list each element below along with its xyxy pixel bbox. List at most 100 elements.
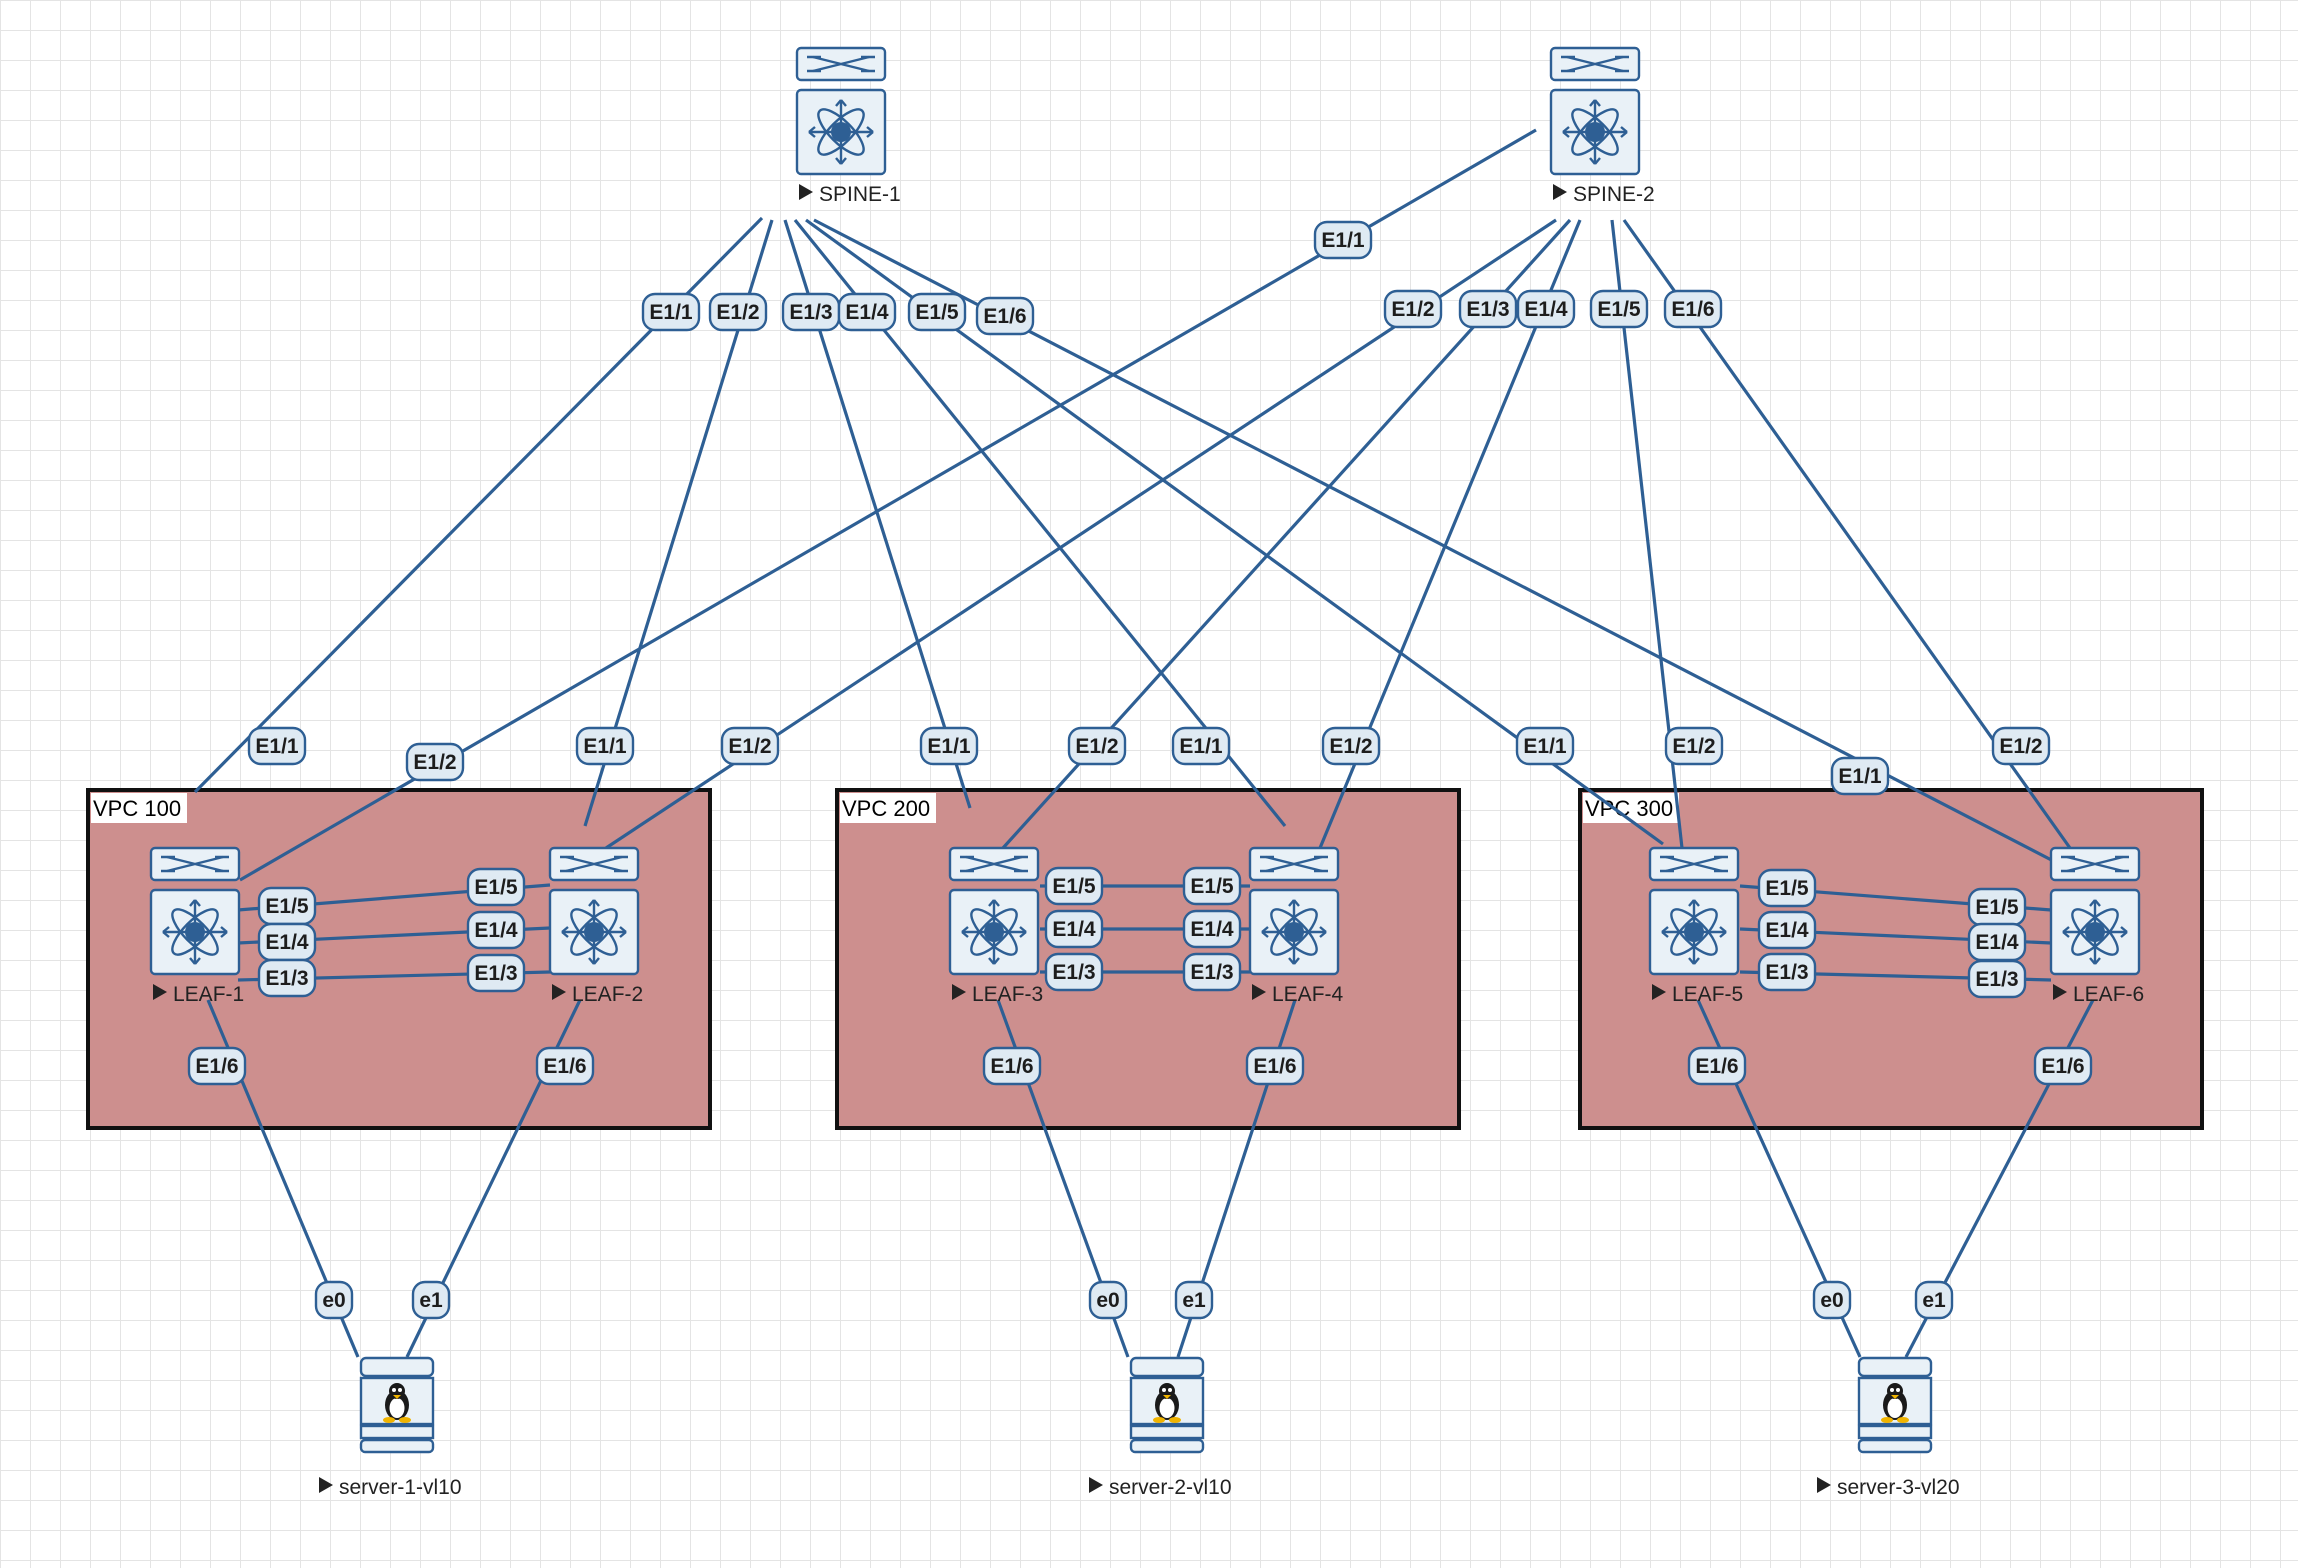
port-badge[interactable]: e1 — [1174, 1280, 1214, 1320]
port-badge[interactable]: E1/3 — [257, 958, 317, 998]
play-icon[interactable] — [1252, 984, 1266, 1000]
port-label: E1/3 — [1190, 961, 1233, 984]
port-badge[interactable]: E1/4 — [1967, 922, 2027, 962]
port-badge[interactable]: E1/1 — [641, 292, 701, 332]
node-leaf6[interactable]: LEAF-6 — [2049, 846, 2144, 1006]
node-label: SPINE-1 — [819, 183, 901, 206]
port-badge[interactable]: E1/2 — [1067, 726, 1127, 766]
node-leaf4[interactable]: LEAF-4 — [1248, 846, 1344, 1006]
port-badge[interactable]: E1/3 — [1757, 952, 1817, 992]
port-badge[interactable]: E1/5 — [1182, 866, 1242, 906]
port-label: E1/4 — [1765, 919, 1809, 942]
port-badge[interactable]: E1/4 — [1044, 909, 1104, 949]
port-badge[interactable]: E1/4 — [1182, 909, 1242, 949]
play-icon[interactable] — [153, 984, 167, 1000]
port-badge[interactable]: E1/6 — [1663, 289, 1723, 329]
port-label: E1/5 — [265, 895, 309, 918]
play-icon[interactable] — [1553, 184, 1567, 200]
port-label: E1/4 — [474, 919, 518, 942]
port-label: E1/2 — [1999, 735, 2042, 758]
port-badge[interactable]: e0 — [1812, 1280, 1852, 1320]
port-label: E1/6 — [1253, 1055, 1296, 1078]
port-badge[interactable]: e1 — [411, 1280, 451, 1320]
port-badge[interactable]: E1/1 — [1313, 220, 1373, 260]
node-srv3[interactable]: server-3-vl20 — [1817, 1356, 1960, 1499]
port-badge[interactable]: E1/1 — [919, 726, 979, 766]
port-badge[interactable]: E1/6 — [2033, 1046, 2093, 1086]
port-label: E1/1 — [255, 735, 299, 758]
port-badge[interactable]: E1/6 — [1245, 1046, 1305, 1086]
node-leaf1[interactable]: LEAF-1 — [149, 846, 244, 1006]
port-badge[interactable]: e1 — [1914, 1280, 1954, 1320]
port-badge[interactable]: E1/2 — [708, 292, 768, 332]
play-icon[interactable] — [552, 984, 566, 1000]
port-badge[interactable]: E1/2 — [1991, 726, 2051, 766]
port-badge[interactable]: E1/1 — [247, 726, 307, 766]
port-badge[interactable]: e0 — [314, 1280, 354, 1320]
play-icon[interactable] — [2053, 984, 2067, 1000]
port-badge[interactable]: E1/1 — [1515, 726, 1575, 766]
port-badge[interactable]: E1/4 — [1757, 910, 1817, 950]
port-badge[interactable]: E1/2 — [720, 726, 780, 766]
port-badge[interactable]: E1/3 — [466, 953, 526, 993]
port-badge[interactable]: E1/5 — [1589, 289, 1649, 329]
port-badge[interactable]: E1/5 — [1757, 868, 1817, 908]
node-leaf5[interactable]: LEAF-5 — [1648, 846, 1743, 1006]
node-label: LEAF-1 — [173, 983, 244, 1006]
port-badge[interactable]: E1/6 — [187, 1046, 247, 1086]
node-label: SPINE-2 — [1573, 183, 1655, 206]
port-label: E1/4 — [1052, 918, 1096, 941]
port-badge[interactable]: E1/3 — [1967, 959, 2027, 999]
play-icon[interactable] — [1089, 1477, 1103, 1493]
port-badge[interactable]: E1/6 — [982, 1046, 1042, 1086]
port-badge[interactable]: E1/5 — [466, 867, 526, 907]
node-leaf2[interactable]: LEAF-2 — [548, 846, 643, 1006]
port-badge[interactable]: E1/3 — [1182, 952, 1242, 992]
port-badge[interactable]: E1/3 — [1458, 289, 1518, 329]
node-leaf3[interactable]: LEAF-3 — [948, 846, 1043, 1006]
port-badge[interactable]: E1/5 — [1967, 887, 2027, 927]
port-badge[interactable]: E1/4 — [257, 922, 317, 962]
node-srv2[interactable]: server-2-vl10 — [1089, 1356, 1232, 1499]
port-badge[interactable]: E1/1 — [1830, 756, 1890, 796]
port-badges-layer: E1/1E1/1E1/2E1/1E1/3E1/1E1/4E1/1E1/5E1/1… — [187, 220, 2093, 1320]
play-icon[interactable] — [1817, 1477, 1831, 1493]
port-badge[interactable]: E1/4 — [837, 292, 897, 332]
play-icon[interactable] — [952, 984, 966, 1000]
linux-server-icon — [1129, 1356, 1205, 1454]
node-label: LEAF-4 — [1272, 983, 1344, 1006]
port-badge[interactable]: E1/6 — [1687, 1046, 1747, 1086]
port-badge[interactable]: E1/3 — [781, 292, 841, 332]
port-badge[interactable]: E1/4 — [466, 910, 526, 950]
port-badge[interactable]: E1/2 — [405, 742, 465, 782]
port-badge[interactable]: E1/2 — [1321, 726, 1381, 766]
port-label: E1/5 — [474, 876, 518, 899]
port-badge[interactable]: E1/6 — [975, 296, 1035, 336]
port-badge[interactable]: E1/5 — [907, 292, 967, 332]
port-label: E1/2 — [1075, 735, 1118, 758]
port-label: E1/1 — [927, 735, 971, 758]
port-badge[interactable]: E1/1 — [1171, 726, 1231, 766]
play-icon[interactable] — [319, 1477, 333, 1493]
port-badge[interactable]: E1/6 — [535, 1046, 595, 1086]
node-srv1[interactable]: server-1-vl10 — [319, 1356, 462, 1499]
port-label: E1/6 — [983, 305, 1026, 328]
port-badge[interactable]: E1/5 — [1044, 866, 1104, 906]
port-badge[interactable]: E1/5 — [257, 886, 317, 926]
port-badge[interactable]: e0 — [1088, 1280, 1128, 1320]
port-label: e1 — [1922, 1289, 1946, 1312]
node-spine1[interactable]: SPINE-1 — [795, 46, 901, 206]
port-badge[interactable]: E1/3 — [1044, 952, 1104, 992]
port-badge[interactable]: E1/2 — [1383, 289, 1443, 329]
play-icon[interactable] — [799, 184, 813, 200]
port-badge[interactable]: E1/1 — [575, 726, 635, 766]
port-badge[interactable]: E1/4 — [1516, 289, 1576, 329]
vpc-box[interactable] — [835, 788, 1461, 1130]
node-spine2[interactable]: SPINE-2 — [1549, 46, 1655, 206]
port-badge[interactable]: E1/2 — [1664, 726, 1724, 766]
play-icon[interactable] — [1652, 984, 1666, 1000]
nexus-switch-icon — [1549, 46, 1641, 176]
node-label: server-1-vl10 — [339, 1476, 462, 1499]
port-label: e1 — [1182, 1289, 1206, 1312]
